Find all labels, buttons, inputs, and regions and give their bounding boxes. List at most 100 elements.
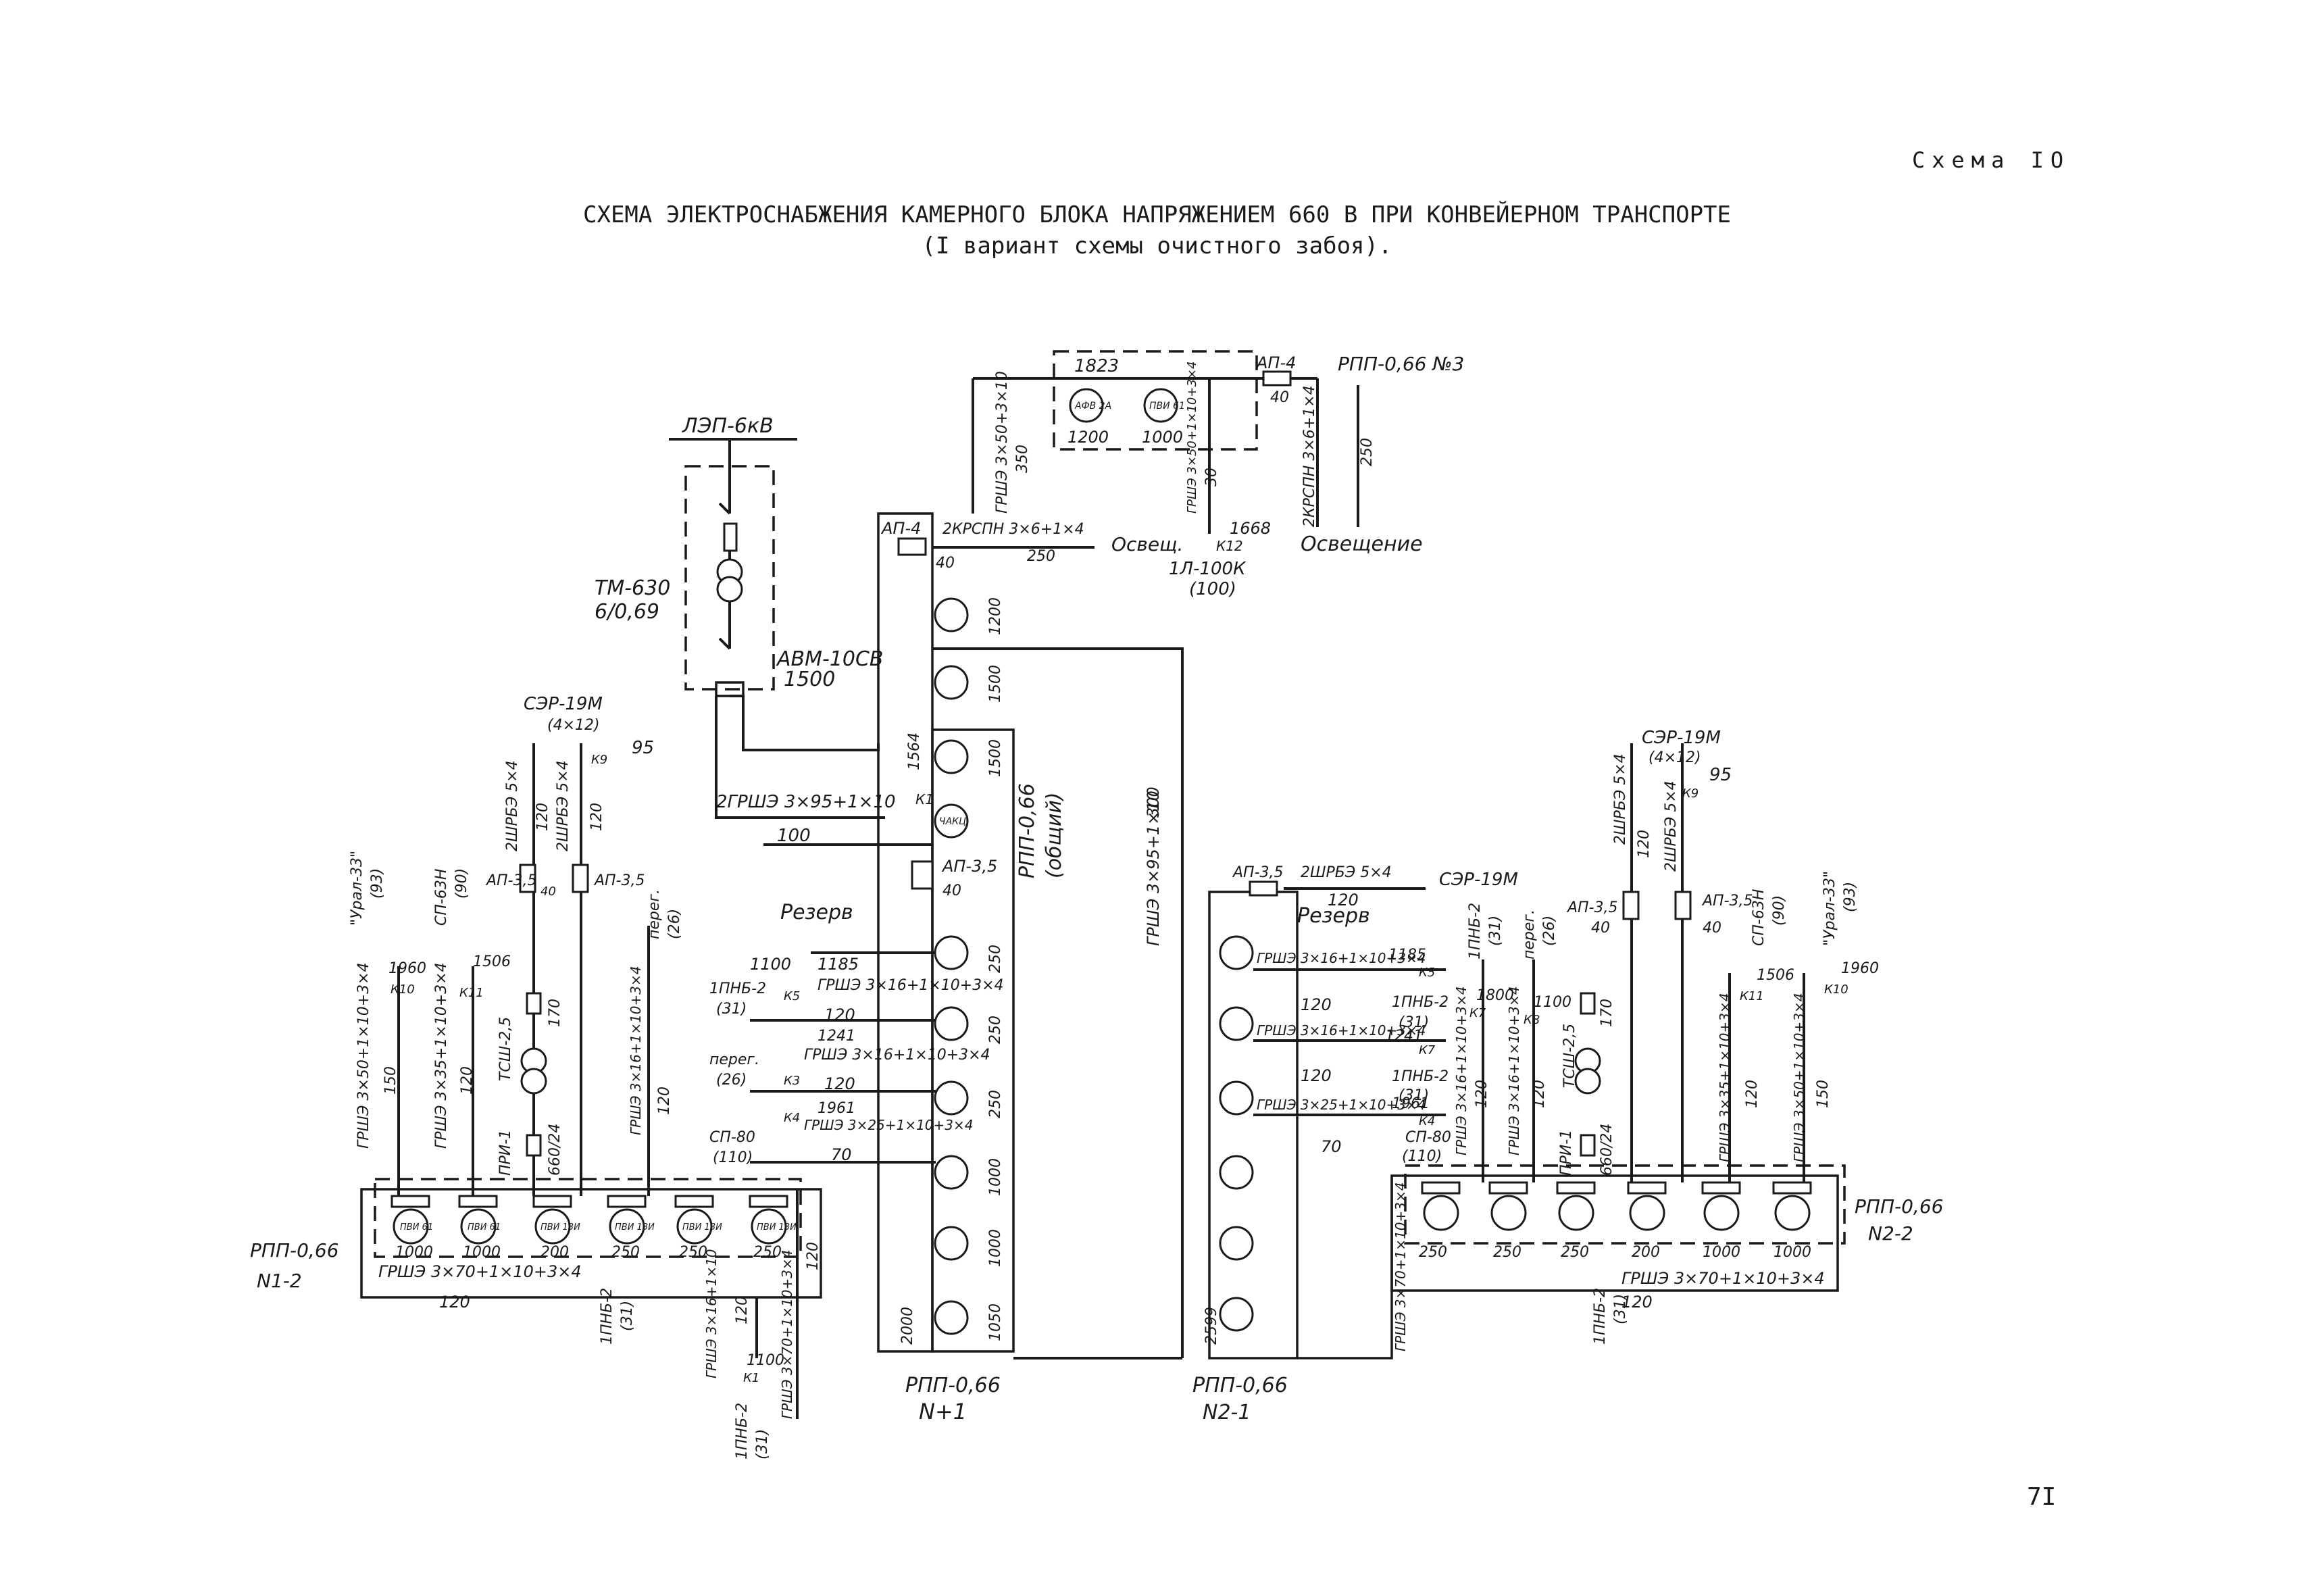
common-breaker-8 (934, 1226, 969, 1261)
transformer-ratio: 6/0,69 (595, 600, 659, 624)
n21-f2-load: 1ПНБ-2 (1392, 1068, 1449, 1085)
common-rating-1: 1200 (987, 597, 1004, 635)
rpp3-breaker-2 (1143, 388, 1178, 423)
n21-breaker-2 (1219, 1006, 1254, 1041)
n22-breaker-6 (1774, 1195, 1811, 1231)
n22-c6-power: (93) (1842, 882, 1859, 912)
n22-breaker-3 (1558, 1195, 1594, 1231)
n22-c4-ap-rating: 40 (1591, 920, 1610, 937)
n12-fuse-4 (607, 1195, 647, 1208)
n12-transformer-device: ПРИ-1 (497, 1130, 514, 1176)
n12-ap-2 (572, 864, 589, 893)
n12-breaker-6 (751, 1208, 787, 1245)
n22-c5-power: (90) (1771, 895, 1788, 926)
trunk-cable: ГРШЭ 3×95+1×10 300 (932, 647, 1184, 1360)
n22-rating-1: 250 (1419, 1244, 1447, 1261)
lv-disconnector (718, 637, 731, 650)
common-rating-9: 1050 (987, 1303, 1004, 1341)
n12-breaker-4 (609, 1208, 645, 1245)
common-rating-5: 250 (987, 1016, 1004, 1044)
common-ka-top: 1564 (906, 732, 923, 770)
n22-rating-4: 200 (1632, 1244, 1660, 1261)
n22-c6-length: 150 (1815, 1080, 1832, 1108)
n12-c3-length: 120 (534, 803, 551, 831)
n22-c6-k: К10 (1824, 982, 1848, 997)
n21-length: 120 (1328, 891, 1359, 909)
rpp-n21: АП-3,5 2ШРБЭ 5×4 СЭР-19М 120 Резерв 2599… (1192, 864, 1518, 1424)
n22-c3-load: перег. (1521, 909, 1538, 959)
n22-c3-cable: ГРШЭ 3×16+1×10+3×4 (1506, 987, 1522, 1156)
n21-cable: 2ШРБЭ 5×4 (1301, 864, 1392, 881)
n22-length-170: 170 (1599, 999, 1615, 1027)
common-ap-mid (911, 860, 934, 890)
n22-c4-ka: 95 (1709, 765, 1732, 785)
n12-c1-cable: ГРШЭ 3×50+1×10+3×4 (355, 962, 372, 1149)
rpp3-cable-in: ГРШЭ 3×50+3×10 (994, 371, 1011, 514)
n21-f2-length: 120 (1301, 1066, 1332, 1085)
n12-c5-ka: 1100 (747, 1352, 784, 1369)
left-feeder-1-load: 1ПНБ-2 (709, 980, 766, 997)
n21-f3-power: (110) (1402, 1148, 1442, 1165)
common-breaker-4 (934, 935, 969, 970)
n21-ap (1249, 880, 1278, 897)
n12-c2-length: 120 (459, 1066, 476, 1095)
rpp-n22-enclosure (1404, 1164, 1846, 1245)
rpp3-switch-label: АП-4 (1255, 353, 1296, 372)
rpp-n22-number: N2-2 (1868, 1222, 1913, 1245)
common-lighting-length: 250 (1027, 548, 1055, 565)
n12-breaker-4-label: ПВИ 13И (615, 1222, 655, 1232)
rpp-n12-number: N1-2 (257, 1270, 302, 1292)
common-breaker-2 (934, 665, 969, 700)
common-device-power: (100) (1189, 579, 1236, 599)
common-top-switch (897, 537, 927, 556)
rpp3-ka: 1823 (1074, 356, 1119, 376)
common-breaker-5 (934, 1006, 969, 1041)
common-top-switch-label: АП-4 (880, 519, 921, 538)
rpp-common-right-box (931, 728, 1015, 1353)
hv-disconnector (718, 502, 731, 515)
n22-fuse-2 (1488, 1181, 1528, 1195)
n22-c1-cable: ГРШЭ 3×70+1×10+3×4 (1392, 1182, 1409, 1352)
common-rating-6: 250 (987, 1090, 1004, 1118)
common-rating-4: 250 (987, 945, 1004, 973)
n22-c1-power: (31) (1612, 1294, 1629, 1324)
n12-rating-2: 1000 (463, 1244, 501, 1261)
page-number: 7I (2027, 1483, 2057, 1511)
rpp3-lighting-label: Освещение (1301, 532, 1423, 556)
left-feeder-3-k: К4 (784, 1111, 800, 1125)
rpp-n21-name: РПП-0,66 (1192, 1374, 1288, 1397)
left-feeder-1-k: К5 (784, 989, 800, 1003)
n12-c5-power: (31) (754, 1429, 771, 1460)
trunk-cable-label: ГРШЭ 3×95+1×10 (1144, 791, 1163, 946)
rpp-common-outline (877, 512, 934, 1353)
feeder-length: 100 (777, 826, 811, 846)
left-feeder-3-power: (110) (713, 1149, 753, 1166)
n12-pri-device (526, 1134, 542, 1157)
n12-c4-load: перег. (646, 889, 663, 939)
n12-c1-ka: 1960 (388, 960, 426, 977)
n22-c5-load: СП-63Н (1751, 889, 1767, 946)
left-feeder-1-ka: 1100 (750, 955, 791, 974)
feeder-cable-label: 2ГРШЭ 3×95+1×10 (716, 792, 896, 812)
n22-ap-1 (1622, 891, 1640, 920)
rpp-n22-name: РПП-0,66 (1855, 1195, 1943, 1218)
common-lighting-cable: 2КРСПН 3×6+1×4 (942, 521, 1084, 538)
n22-c3-power: (26) (1541, 916, 1558, 946)
n22-c4-ap-2: АП-3,5 (1701, 893, 1753, 909)
n21-f1-cable: ГРШЭ 3×16+1×10+3×4 (1257, 950, 1426, 966)
rpp-n12: ПВИ 61 ПВИ 61 ПВИ 13И ПВИ 13И ПВИ 13И ПВ… (250, 694, 822, 1460)
rpp3-switch (1262, 370, 1292, 386)
left-feeder-2-k: К3 (784, 1074, 800, 1088)
n21-breaker-6 (1219, 1297, 1254, 1332)
rpp3-name: РПП-0,66 №3 (1338, 353, 1464, 375)
trunk-length: 300 (1144, 787, 1163, 818)
transformer-winding-2 (716, 576, 743, 603)
n21-breaker-3 (1219, 1080, 1254, 1116)
n21-f2-cable: ГРШЭ 3×16+1×10+3×4 (1257, 1022, 1426, 1039)
n22-breaker-4 (1629, 1195, 1665, 1231)
rpp-n12-outline (360, 1188, 822, 1299)
rpp3-breaker-2-label: ПВИ 61 (1149, 401, 1185, 412)
breaker-label: АВМ-10СВ (776, 647, 884, 671)
n22-breaker-5 (1703, 1195, 1740, 1231)
